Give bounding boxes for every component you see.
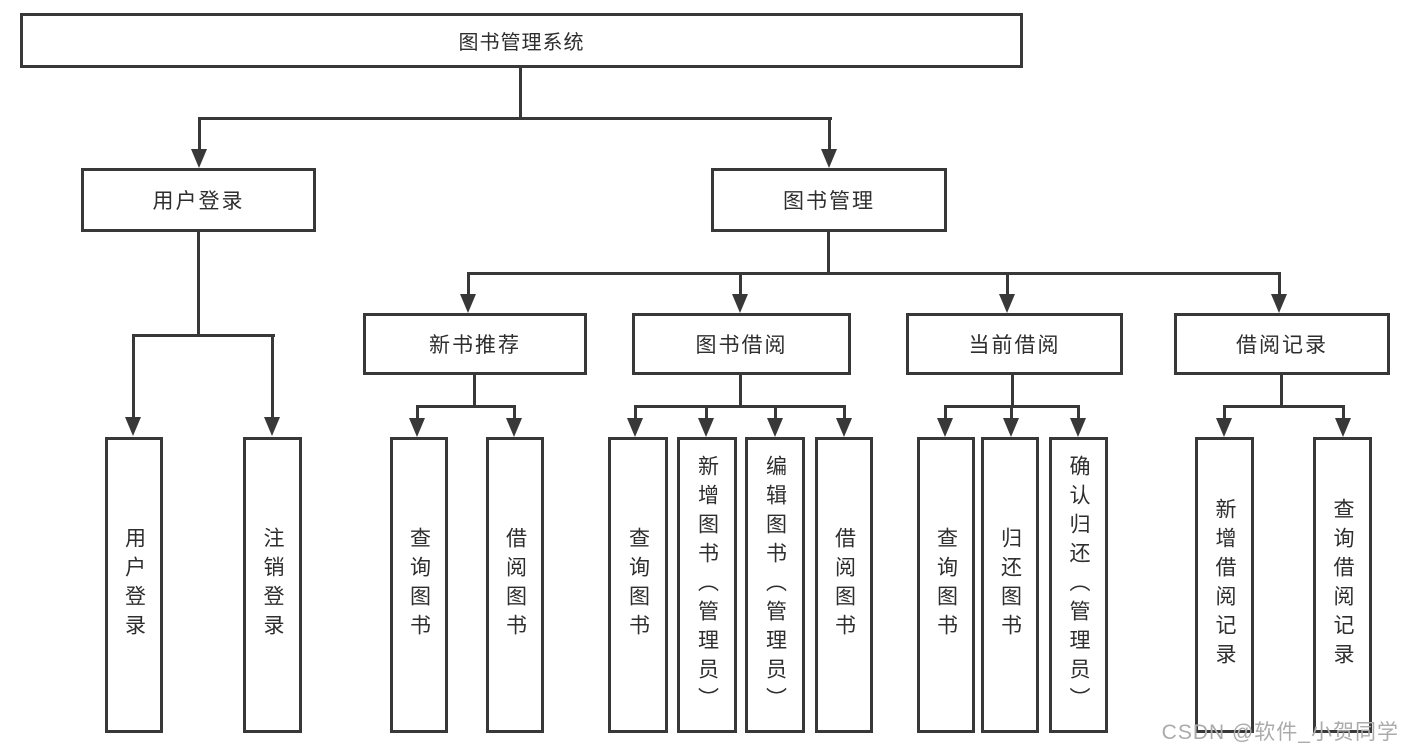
connector-bookmgmt-stub [827, 232, 830, 275]
leaf-label: 查询图书 [934, 527, 958, 643]
connector-records-stub [1280, 375, 1283, 408]
leaf-label: 借阅图书 [503, 527, 527, 643]
arrow-down-icon [264, 417, 280, 436]
connector-recommend-drop [467, 272, 470, 298]
leaf-borrow-query-books: 查询图书 [608, 437, 668, 733]
node-book-mgmt-label: 图书管理 [783, 190, 875, 213]
connector-drop [944, 405, 947, 421]
arrow-down-icon [1271, 294, 1287, 313]
connector-records-drop [1278, 272, 1281, 298]
connector-drop [1010, 405, 1013, 421]
leaf-label: 确认归还（管理员） [1067, 454, 1091, 716]
node-recommend: 新书推荐 [363, 313, 587, 375]
leaf-recommend-borrow-books: 借阅图书 [486, 437, 544, 733]
connector-level2-bus [467, 272, 1281, 275]
node-login: 用户登录 [81, 168, 316, 232]
arrow-down-icon [409, 418, 425, 437]
connector-drop [513, 405, 516, 421]
leaf-current-return-books: 归还图书 [981, 437, 1039, 733]
node-records-label: 借阅记录 [1236, 334, 1328, 357]
leaf-label: 新增借阅记录 [1213, 498, 1237, 672]
node-borrow-label: 图书借阅 [695, 334, 788, 357]
leaf-current-query-books: 查询图书 [917, 437, 975, 733]
connector-login-bus [132, 334, 275, 337]
arrow-down-icon [999, 294, 1015, 313]
connector-bookmgmt-drop [828, 117, 831, 152]
connector-login-drop [198, 117, 201, 152]
arrow-down-icon [1216, 418, 1232, 437]
leaf-logout: 注销登录 [243, 437, 302, 733]
arrow-down-icon [1003, 418, 1019, 437]
node-current-label: 当前借阅 [968, 334, 1061, 357]
node-current: 当前借阅 [906, 313, 1123, 375]
leaf-label: 查询图书 [626, 527, 650, 643]
connector-borrow-bus [634, 405, 846, 408]
connector-login-stub [197, 232, 200, 337]
arrow-down-icon [1070, 418, 1086, 437]
leaf-label: 借阅图书 [832, 527, 856, 643]
arrow-down-icon [506, 418, 522, 437]
node-borrow: 图书借阅 [632, 313, 851, 375]
node-records: 借阅记录 [1174, 313, 1390, 375]
connector-drop [1077, 405, 1080, 421]
leaf-label: 新增图书（管理员） [695, 454, 719, 716]
leaf-borrow-edit-books-admin: 编辑图书（管理员） [745, 437, 805, 733]
arrow-down-icon [698, 418, 714, 437]
leaf-recommend-query-books: 查询图书 [390, 437, 448, 733]
arrow-down-icon [767, 418, 783, 437]
leaf-label: 查询图书 [407, 527, 431, 643]
csdn-watermark: CSDN @软件_小贺同学 [1161, 721, 1399, 744]
node-login-label: 用户登录 [152, 190, 245, 213]
connector-drop [1342, 405, 1345, 421]
connector-drop [843, 405, 846, 421]
arrow-down-icon [460, 294, 476, 313]
leaf-label: 注销登录 [261, 527, 285, 643]
leaf-label: 归还图书 [998, 527, 1022, 643]
connector-borrow-stub [739, 375, 742, 408]
connector-recommend-stub [473, 375, 476, 408]
connector-login-leaf2-drop [271, 334, 274, 419]
arrow-down-icon [937, 418, 953, 437]
arrow-down-icon [732, 294, 748, 313]
leaf-records-query-record: 查询借阅记录 [1313, 437, 1372, 733]
connector-drop [774, 405, 777, 421]
connector-level1-bus [198, 117, 832, 120]
leaf-label: 用户登录 [122, 527, 146, 643]
connector-current-drop [1006, 272, 1009, 298]
connector-records-bus [1223, 405, 1345, 408]
connector-drop [634, 405, 637, 421]
connector-current-stub [1011, 375, 1014, 408]
leaf-label: 查询借阅记录 [1331, 498, 1355, 672]
connector-drop [705, 405, 708, 421]
connector-recommend-bus [416, 405, 516, 408]
leaf-records-add-record: 新增借阅记录 [1195, 437, 1254, 733]
arrow-down-icon [125, 417, 141, 436]
node-root-label: 图书管理系统 [458, 32, 585, 54]
arrow-down-icon [191, 149, 207, 168]
leaf-borrow-borrow-books: 借阅图书 [815, 437, 873, 733]
arrow-down-icon [627, 418, 643, 437]
connector-drop [416, 405, 419, 421]
leaf-user-login: 用户登录 [105, 437, 163, 733]
connector-borrow-drop [739, 272, 742, 298]
node-book-mgmt: 图书管理 [711, 168, 947, 232]
leaf-label: 编辑图书（管理员） [763, 454, 787, 716]
node-root: 图书管理系统 [20, 13, 1023, 68]
arrow-down-icon [821, 149, 837, 168]
leaf-current-confirm-return-admin: 确认归还（管理员） [1049, 437, 1108, 733]
leaf-borrow-add-books-admin: 新增图书（管理员） [677, 437, 737, 733]
arrow-down-icon [1335, 418, 1351, 437]
arrow-down-icon [836, 418, 852, 437]
node-recommend-label: 新书推荐 [429, 334, 521, 357]
connector-drop [1223, 405, 1226, 421]
connector-root-stub [519, 68, 522, 119]
connector-login-leaf1-drop [132, 334, 135, 419]
